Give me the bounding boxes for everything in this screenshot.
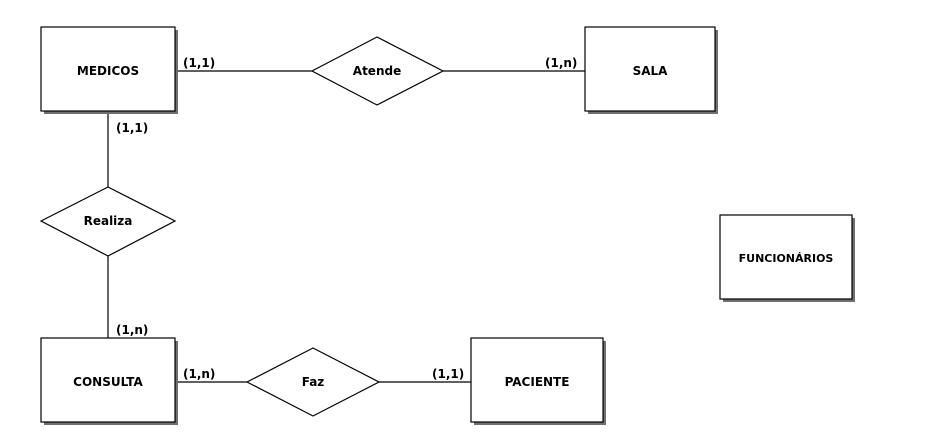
cardinality-sala-atende: (1,n) <box>545 56 577 70</box>
cardinality-consulta-faz: (1,n) <box>183 367 215 381</box>
cardinality-medicos-atende: (1,1) <box>183 56 215 70</box>
cardinality-paciente-faz: (1,1) <box>432 367 464 381</box>
relationship-label-atende: Atende <box>353 64 401 78</box>
relationship-diamond <box>245 347 381 417</box>
entity-label-funcionarios: FUNCIONÁRIOS <box>739 252 834 265</box>
entity-box <box>40 337 176 423</box>
relationship-atende[interactable]: Atende <box>310 36 445 106</box>
entity-label-consulta: CONSULTA <box>73 375 143 389</box>
relationship-diamond <box>310 36 445 106</box>
entity-consulta[interactable]: CONSULTA <box>40 337 178 425</box>
cardinality-medicos-realiza: (1,1) <box>116 121 148 135</box>
entity-label-paciente: PACIENTE <box>505 375 570 389</box>
entity-box <box>719 214 853 300</box>
entity-sala[interactable]: SALA <box>584 26 718 114</box>
entity-box <box>584 26 716 112</box>
entity-label-sala: SALA <box>633 64 669 78</box>
relationship-diamond <box>39 186 177 257</box>
entity-box <box>40 26 176 112</box>
relationship-label-realiza: Realiza <box>84 214 133 228</box>
entity-label-medicos: MEDICOS <box>77 64 139 78</box>
entity-box <box>470 337 604 423</box>
entity-medicos[interactable]: MEDICOS <box>40 26 178 114</box>
relationship-faz[interactable]: Faz <box>245 347 381 417</box>
cardinality-consulta-realiza: (1,n) <box>116 323 148 337</box>
relationship-realiza[interactable]: Realiza <box>39 186 177 257</box>
entity-funcionarios[interactable]: FUNCIONÁRIOS <box>719 214 855 302</box>
entity-paciente[interactable]: PACIENTE <box>470 337 606 425</box>
relationship-label-faz: Faz <box>302 375 325 389</box>
